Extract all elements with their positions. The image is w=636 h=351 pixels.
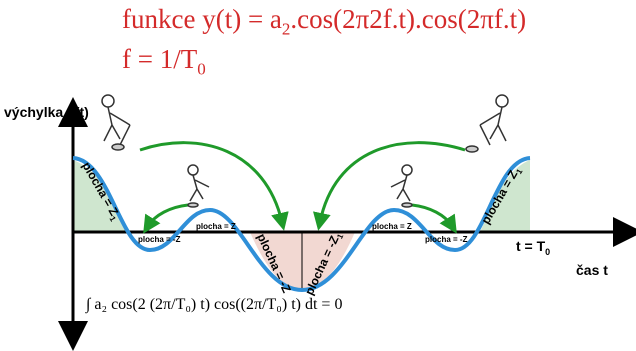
arrow-left-small — [143, 203, 189, 234]
area-left-positive — [73, 160, 128, 232]
area-center-left-negative — [250, 232, 302, 290]
arrow-left-big — [139, 141, 289, 231]
pushing-person-icon — [101, 94, 131, 151]
arrow-right-small — [411, 203, 457, 234]
y-axis-label: výchylka y(t) — [4, 104, 89, 120]
area-center-right-negative — [302, 232, 355, 290]
title-text-2: f = 1/T — [122, 44, 198, 74]
function-title: funkce y(t) = a2.cos(2π2f.t).cos(2πf.t) — [122, 4, 526, 39]
x-axis-label: čas t — [576, 262, 608, 278]
wave-curve — [72, 156, 531, 293]
area-label-right-mid: plocha = Z — [372, 222, 412, 231]
t-end-sub: 0 — [545, 246, 551, 257]
area-label-right-small: plocha = -Z — [425, 235, 468, 244]
area-right-positive — [480, 160, 530, 232]
title-sub-2: 0 — [197, 59, 206, 79]
pushing-person-icon — [187, 164, 210, 208]
t-end-label: t = T0 — [516, 238, 550, 257]
area-label-left-mid: plocha = Z — [196, 222, 236, 231]
arrow-right-big — [313, 141, 466, 231]
frequency-title: f = 1/T0 — [122, 44, 206, 79]
area-label-left-small: plocha = -Z — [138, 235, 181, 244]
integral-formula: ∫ a₂ cos(2 (2π/T₀) t) cos((2π/T₀) t) dt … — [86, 296, 343, 313]
title-text-1: funkce y(t) = a — [122, 4, 282, 34]
pushing-person-icon — [390, 164, 413, 208]
pushing-person-icon — [465, 94, 509, 153]
title-sub-1: 2 — [281, 19, 291, 39]
title-text-1b: .cos(2π2f.t).cos(2πf.t) — [290, 4, 527, 34]
t-end-text: t = T — [516, 238, 546, 254]
